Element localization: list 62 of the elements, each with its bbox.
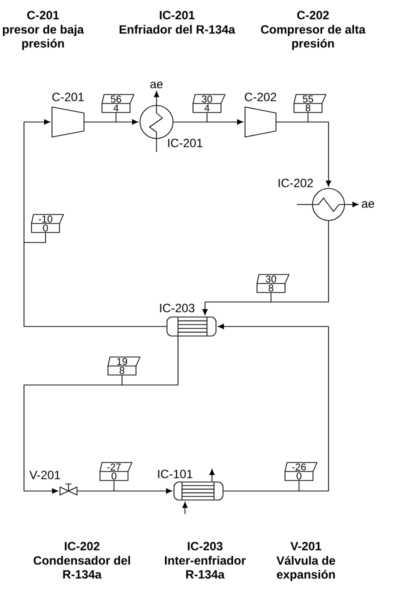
stream-tag: 19 8 [108, 356, 140, 376]
heading: C-201 [27, 10, 59, 20]
node-label: 56 [110, 96, 122, 103]
node-label: -10 [38, 215, 52, 223]
arrow [154, 91, 160, 106]
stream-tag: 30 8 [256, 274, 290, 293]
flow-arrow [276, 122, 332, 187]
leader-line [270, 292, 272, 302]
description: Enfriador del R-134a [120, 24, 236, 34]
equipment-label: IC-202 [278, 178, 313, 188]
stream-tag: 30 4 [192, 94, 226, 113]
heat-exchanger-symbol [140, 105, 174, 139]
heat-exchanger-symbol [174, 482, 224, 500]
flow-label: ae [150, 82, 163, 88]
stream-tag: 56 4 [102, 94, 134, 113]
node-label: 30 [202, 96, 212, 103]
equipment-label: IC-203 [160, 304, 194, 312]
arrow [182, 502, 188, 514]
leader-line [206, 112, 208, 122]
description: Válvula de expansión [276, 556, 336, 582]
equipment-label: V-201 [29, 470, 60, 480]
stream-tag: 55 8 [294, 94, 326, 113]
equipment-label: IC-201 [168, 138, 202, 148]
equipment-label: IC-101 [158, 470, 192, 478]
stream-tag: -27 0 [100, 462, 132, 481]
flow-arrow [77, 488, 172, 494]
valve-symbol [60, 484, 78, 496]
heat-exchanger-symbol [166, 316, 216, 336]
compressor-symbol [52, 106, 84, 138]
description: Inter-enfriador R-134a [164, 556, 246, 579]
arrow [209, 469, 215, 482]
node-label: 55 [302, 96, 314, 102]
flow-arrow [24, 119, 167, 327]
flow-arrow [24, 336, 178, 494]
compressor-symbol [244, 106, 276, 138]
stream-tag: -10 0 [31, 214, 64, 233]
flow-label: ae [362, 201, 374, 208]
node-label: 30 [266, 275, 276, 283]
heading: IC-201 [160, 10, 195, 20]
node-label: -27 [107, 463, 121, 470]
node-label: -26 [292, 463, 306, 471]
equipment-label: C-201 [52, 92, 84, 102]
arrow [344, 202, 358, 208]
line [296, 204, 312, 205]
description: Condensador del R-134a [34, 556, 130, 579]
heading: C-202 [297, 10, 329, 20]
leader-line [298, 480, 300, 492]
equipment-label: C-202 [244, 92, 276, 102]
flow-arrow [202, 220, 329, 316]
node-label: 19 [117, 358, 128, 366]
heat-exchanger-symbol [312, 188, 345, 221]
line [156, 138, 157, 152]
heading: IC-202 [64, 542, 100, 550]
heading: V-201 [290, 542, 322, 550]
heading: IC-203 [188, 542, 222, 550]
description: presor de baja presión [2, 24, 84, 50]
stream-tag: -26 0 [284, 462, 318, 481]
flow-arrow [84, 119, 138, 125]
flow-arrow [218, 324, 329, 492]
leader-line [24, 232, 46, 243]
flow-arrow [173, 119, 244, 125]
description: Compresor de alta presión [261, 24, 366, 50]
